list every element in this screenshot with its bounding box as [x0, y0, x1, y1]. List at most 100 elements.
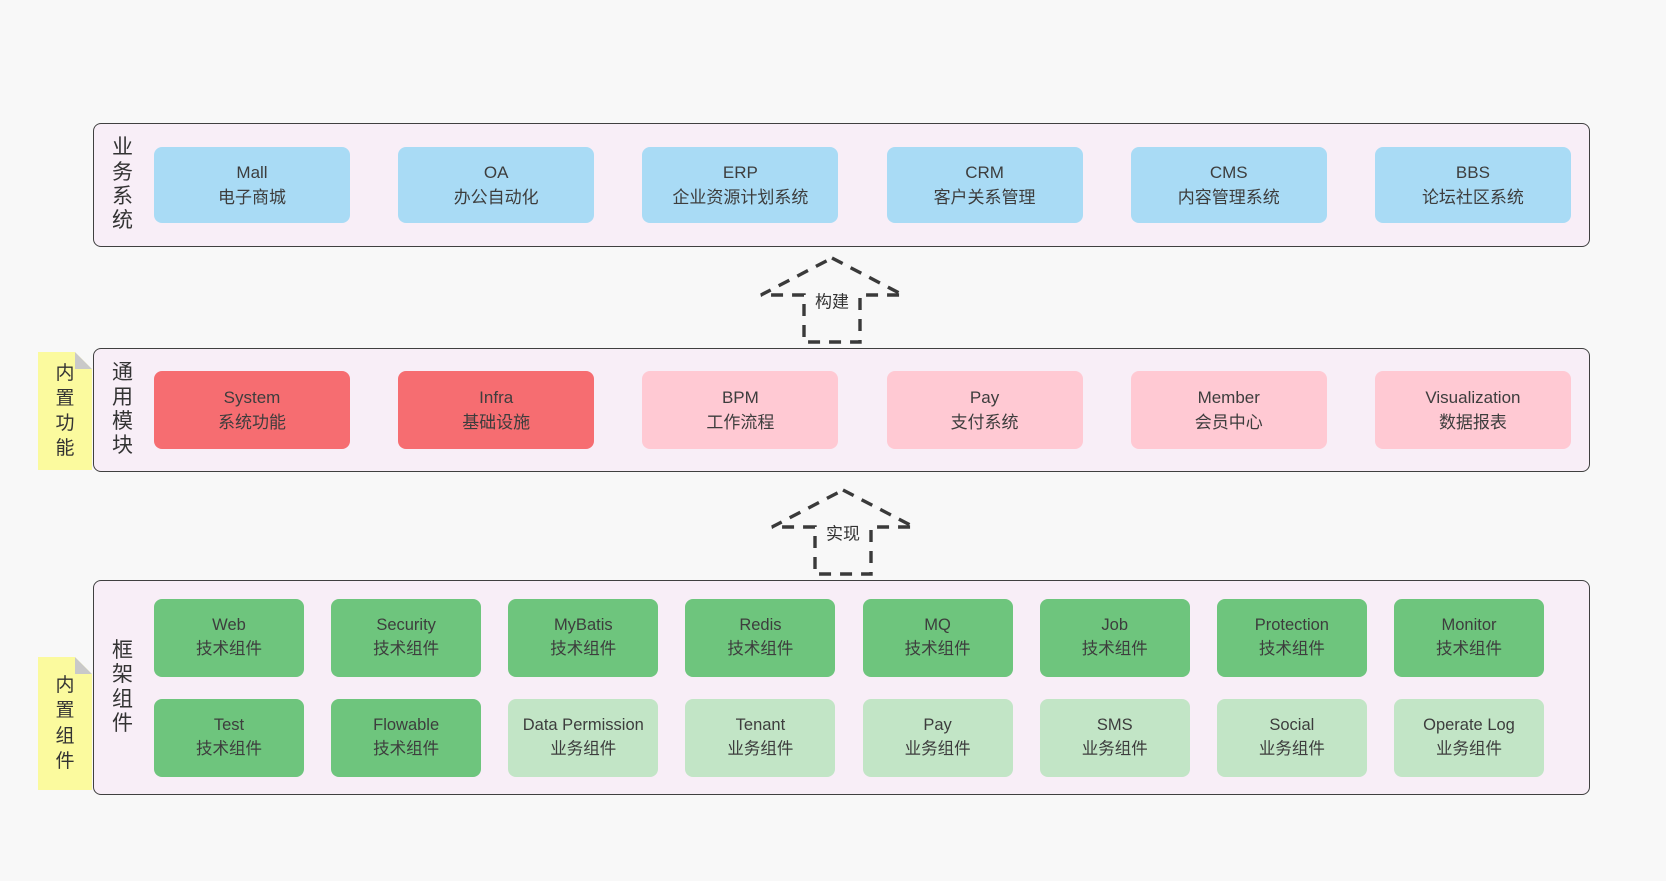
note-fold-corner	[75, 657, 92, 674]
node-desc: 技术组件	[727, 639, 794, 658]
node-desc: 业务组件	[1258, 739, 1325, 758]
node-erp: ERP 企业资源计划系统	[642, 147, 839, 223]
node-name: Visualization	[1425, 387, 1521, 407]
node-desc: 内容管理系统	[1177, 188, 1280, 207]
component-boxes: Web 技术组件 Security 技术组件 MyBatis 技术组件 Redi…	[154, 581, 1544, 794]
node-security: Security 技术组件	[331, 598, 482, 677]
node-name: SMS	[1096, 716, 1133, 735]
node-desc: 技术组件	[1435, 639, 1502, 658]
node-desc: 技术组件	[373, 739, 440, 758]
node-name: MQ	[924, 616, 951, 635]
note-builtin-components: 内置组件	[38, 657, 92, 790]
note-fold-corner	[75, 352, 92, 369]
node-name: Data Permission	[522, 716, 644, 735]
node-name: Redis	[739, 616, 782, 635]
note-builtin-features-text: 内置功能	[55, 362, 75, 460]
node-operate-log: Operate Log 业务组件	[1393, 698, 1544, 777]
note-builtin-components-text: 内置组件	[55, 675, 75, 772]
node-bbs: BBS 论坛社区系统	[1374, 147, 1571, 223]
node-desc: 技术组件	[196, 639, 262, 658]
node-infra: Infra 基础设施	[398, 371, 595, 449]
layer-common-modules: 通用模块 System 系统功能 Infra 基础设施 BPM 工作流程 Pay…	[93, 348, 1590, 472]
node-desc: 工作流程	[706, 413, 775, 432]
node-test: Test 技术组件	[154, 698, 304, 777]
layer-modules-title: 通用模块	[112, 361, 133, 458]
layer-framework-components: 框架组件 Web 技术组件 Security 技术组件 MyBatis 技术组件…	[93, 580, 1590, 795]
node-name: Operate Log	[1423, 716, 1515, 735]
node-crm: CRM 客户关系管理	[886, 147, 1083, 223]
node-redis: Redis 技术组件	[685, 598, 836, 677]
node-desc: 技术组件	[1081, 639, 1148, 658]
node-desc: 基础设施	[462, 413, 531, 432]
node-name: Flowable	[373, 716, 440, 735]
node-desc: 企业资源计划系统	[672, 188, 809, 207]
node-name: System	[223, 387, 281, 407]
node-name: Mall	[236, 162, 268, 182]
node-name: Infra	[479, 387, 514, 407]
node-oa: OA 办公自动化	[398, 147, 595, 223]
layer-business-title: 业务系统	[112, 136, 133, 233]
node-desc: 技术组件	[904, 639, 971, 658]
node-tenant: Tenant 业务组件	[685, 698, 836, 777]
arrow-build-label: 构建	[811, 286, 853, 314]
node-cms: CMS 内容管理系统	[1130, 147, 1327, 223]
node-desc: 客户关系管理	[933, 188, 1036, 207]
node-name: BPM	[721, 387, 759, 407]
node-desc: 电子商城	[218, 188, 286, 207]
node-member: Member 会员中心	[1130, 371, 1327, 449]
node-system: System 系统功能	[154, 371, 350, 449]
node-desc: 办公自动化	[453, 188, 539, 207]
node-name: Security	[376, 616, 436, 635]
node-name: Pay	[923, 716, 952, 735]
node-pay-component: Pay 业务组件	[862, 698, 1013, 777]
node-name: Member	[1197, 387, 1260, 407]
node-data-permission: Data Permission 业务组件	[508, 698, 659, 777]
node-web: Web 技术组件	[154, 598, 304, 677]
node-flowable: Flowable 技术组件	[331, 698, 482, 777]
up-arrow-icon	[760, 256, 904, 344]
node-desc: 数据报表	[1438, 413, 1507, 432]
node-name: Test	[213, 716, 245, 735]
node-desc: 技术组件	[550, 639, 617, 658]
node-name: Job	[1101, 616, 1128, 635]
node-desc: 技术组件	[196, 739, 262, 758]
node-desc: 业务组件	[550, 739, 617, 758]
arrow-implement-label: 实现	[822, 518, 864, 546]
node-name: Protection	[1254, 616, 1329, 635]
node-name: OA	[483, 162, 509, 182]
node-name: BBS	[1455, 162, 1490, 182]
node-desc: 技术组件	[373, 639, 440, 658]
up-arrow-icon	[771, 488, 915, 576]
arrow-build: 构建	[757, 254, 907, 346]
node-job: Job 技术组件	[1039, 598, 1190, 677]
node-name: Social	[1269, 716, 1315, 735]
node-name: CRM	[965, 162, 1004, 182]
node-name: MyBatis	[553, 616, 613, 635]
note-builtin-features: 内置功能	[38, 352, 92, 470]
node-visualization: Visualization 数据报表	[1374, 371, 1571, 449]
node-mq: MQ 技术组件	[862, 598, 1013, 677]
business-boxes: Mall 电子商城 OA 办公自动化 ERP 企业资源计划系统 CRM 客户关系…	[154, 124, 1571, 246]
node-desc: 论坛社区系统	[1421, 188, 1524, 207]
node-social: Social 业务组件	[1216, 698, 1367, 777]
node-desc: 会员中心	[1194, 413, 1263, 432]
layer-components-title: 框架组件	[112, 638, 133, 735]
arrow-implement: 实现	[768, 486, 918, 578]
node-name: Web	[212, 616, 246, 635]
node-desc: 业务组件	[1435, 739, 1502, 758]
node-desc: 业务组件	[904, 739, 971, 758]
node-name: Monitor	[1441, 616, 1497, 635]
node-desc: 业务组件	[1081, 739, 1148, 758]
node-name: Pay	[969, 387, 1000, 407]
node-mall: Mall 电子商城	[154, 147, 350, 223]
node-bpm: BPM 工作流程	[642, 371, 839, 449]
module-boxes: System 系统功能 Infra 基础设施 BPM 工作流程 Pay 支付系统…	[154, 349, 1571, 471]
node-desc: 支付系统	[950, 413, 1019, 432]
node-mybatis: MyBatis 技术组件	[508, 598, 659, 677]
node-protection: Protection 技术组件	[1216, 598, 1367, 677]
node-desc: 业务组件	[727, 739, 794, 758]
node-desc: 系统功能	[218, 413, 286, 432]
layer-business-systems: 业务系统 Mall 电子商城 OA 办公自动化 ERP 企业资源计划系统 CRM…	[93, 123, 1590, 247]
node-name: Tenant	[735, 716, 786, 735]
